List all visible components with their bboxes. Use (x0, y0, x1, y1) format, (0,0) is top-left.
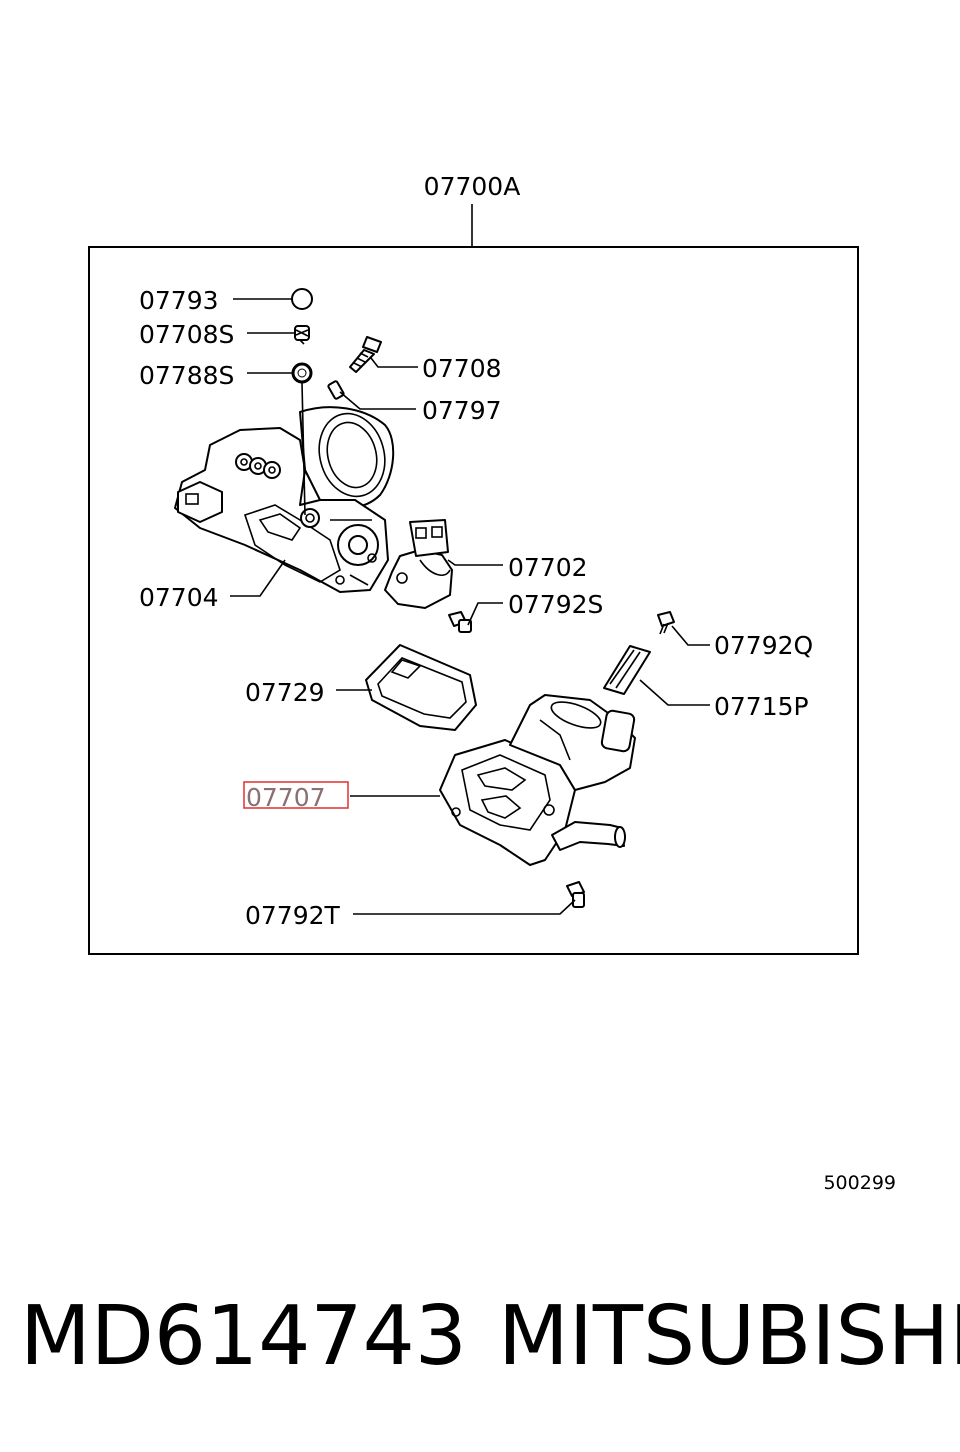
assembly-label: 07700A (424, 172, 521, 201)
sensor-screw-part (448, 611, 472, 633)
adjust-screw-part (294, 325, 310, 345)
callout-07704: 07704 (139, 583, 219, 612)
callout-07797: 07797 (422, 396, 502, 425)
highlight-box (243, 781, 349, 809)
callout-07793: 07793 (139, 286, 219, 315)
callout-07702: 07702 (508, 553, 588, 582)
callout-07792q: 07792Q (714, 631, 813, 660)
screw-axis-line (301, 382, 306, 516)
valve-screw-part (566, 881, 585, 908)
cap-part (291, 288, 313, 310)
part-number: MD614743 (20, 1289, 467, 1384)
throttle-sensor-part (384, 519, 453, 609)
callout-07715p: 07715P (714, 692, 809, 721)
bolt-part (349, 336, 382, 373)
brand-name: MITSUBISHI (498, 1289, 960, 1384)
callout-07792t: 07792T (245, 901, 341, 930)
drawing-code: 500299 (823, 1172, 896, 1194)
callout-07708s: 07708S (139, 320, 234, 349)
o-ring-part (291, 362, 313, 384)
assembly-frame (88, 246, 859, 955)
connector-clip-part (603, 645, 651, 695)
leader-lines (230, 298, 710, 915)
callout-07708: 07708 (422, 354, 502, 383)
callout-07729: 07729 (245, 678, 325, 707)
callout-07792s: 07792S (508, 590, 603, 619)
clip-screw-part (657, 611, 675, 635)
gasket-part (365, 644, 477, 731)
pin-part (327, 380, 345, 400)
callout-07788s: 07788S (139, 361, 234, 390)
throttle-body-part (174, 406, 395, 593)
callout-07707: 07707 (246, 783, 326, 812)
isc-valve-part (439, 694, 636, 866)
